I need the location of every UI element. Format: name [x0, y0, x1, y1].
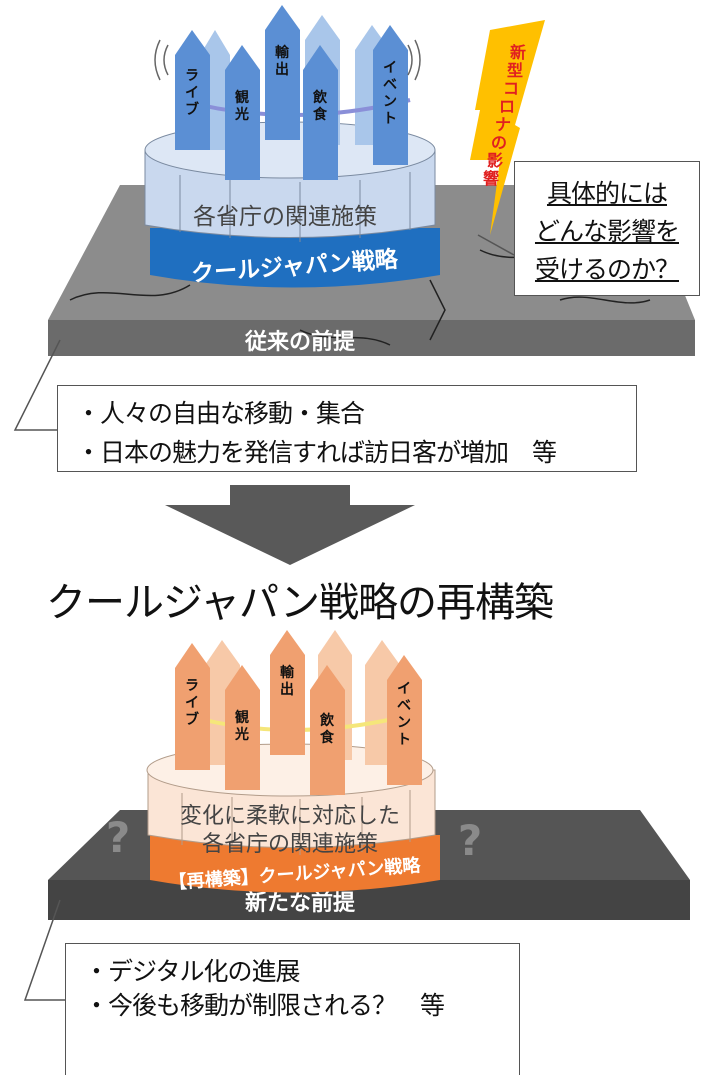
callout-line-1: 具体的には — [546, 179, 668, 208]
bottom-base-label: 新たな前提 — [245, 890, 356, 916]
top-notes-connector — [13, 339, 61, 431]
top-note-1: ・人々の自由な移動・集合 — [76, 399, 365, 428]
pillar-label-food: 飲食 — [312, 89, 328, 123]
pillar-food — [303, 45, 338, 180]
bottom-pillar-kanko — [225, 665, 260, 790]
top-band: クールジャパン戦略 — [150, 228, 440, 288]
bottom-pillar-export — [270, 630, 305, 755]
bottom-pillar-labels: ライブ 観光 輸出 飲食 イベント — [185, 664, 411, 748]
top-drum-label: 各省庁の関連施策 — [193, 204, 377, 230]
pillar-export — [265, 5, 300, 140]
bottom-note-1: ・デジタル化の進展 — [84, 957, 301, 986]
corona-bolt: 新型コロナの影響 — [470, 20, 545, 235]
question-mark-left: ? — [106, 813, 130, 862]
callout-box: 具体的には どんな影響を 受けるのか？ — [514, 161, 700, 296]
bottom-pillar-label-event: イベント — [397, 681, 411, 748]
top-notes-box: ・人々の自由な移動・集合 ・日本の魅力を発信すれば訪日客が増加 等 — [57, 385, 637, 472]
bottom-pillar-label-live: ライブ — [185, 678, 199, 728]
top-base-label: 従来の前提 — [244, 329, 356, 355]
bottom-drum-label-line1: 変化に柔軟に対応した — [180, 804, 400, 829]
bottom-drum-label-line2: 各省庁の関連施策 — [202, 832, 378, 857]
top-pillar-labels: ライブ 観光 輸出 飲食 イベント — [185, 44, 397, 127]
pillar-label-export: 輸出 — [275, 44, 290, 78]
down-arrow — [165, 485, 415, 565]
bottom-band: 【再構築】クールジャパン戦略 — [150, 835, 440, 894]
bottom-pillar-event — [387, 655, 422, 785]
bottom-pillar-live — [175, 643, 210, 770]
bottom-pillar-label-export: 輸出 — [280, 664, 295, 698]
bottom-notes-box: ・デジタル化の進展 ・今後も移動が制限される？ 等 — [65, 943, 520, 1075]
callout-connector — [477, 234, 515, 256]
bottom-note-2: ・今後も移動が制限される？ 等 — [84, 991, 445, 1020]
pillar-kanko — [225, 45, 260, 180]
page-title: クールジャパン戦略の再構築 — [46, 580, 554, 626]
corona-label: 新型コロナの影響 — [483, 43, 526, 188]
bottom-notes-connector — [23, 899, 65, 1001]
pillar-label-live: ライブ — [185, 68, 199, 118]
bottom-pillar-label-food: 飲食 — [319, 712, 335, 746]
callout-line-3: 受けるのか？ — [534, 255, 680, 284]
pillar-live — [175, 30, 210, 150]
top-pillars — [154, 5, 421, 180]
bottom-pillars — [175, 630, 422, 795]
pillar-label-event: イベント — [383, 60, 397, 127]
callout-line-2: どんな影響を — [534, 217, 680, 246]
top-note-2: ・日本の魅力を発信すれば訪日客が増加 等 — [76, 438, 557, 467]
pillar-event — [373, 25, 408, 165]
bottom-pillar-food — [310, 665, 345, 795]
pillar-label-kanko: 観光 — [234, 89, 249, 123]
bottom-pillar-label-kanko: 観光 — [234, 709, 249, 743]
question-mark-right: ? — [458, 816, 482, 865]
